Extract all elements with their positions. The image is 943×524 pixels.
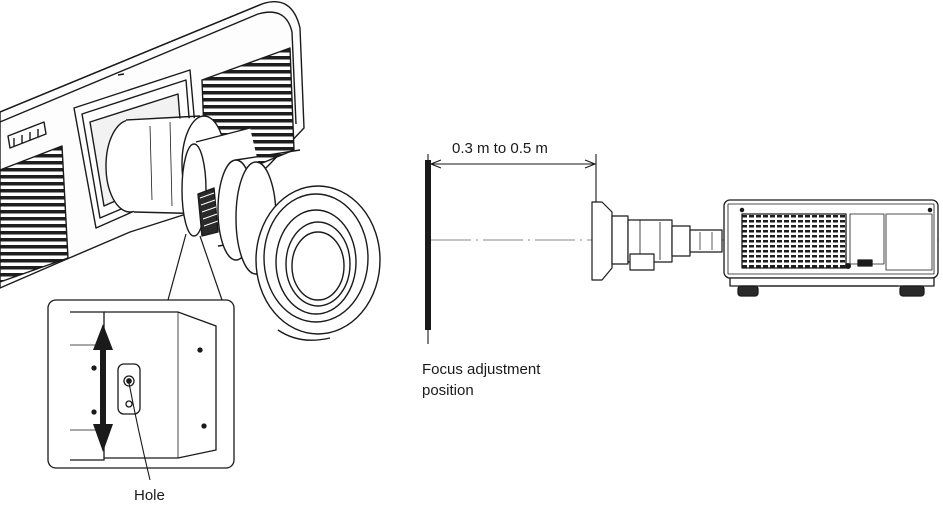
hole-label: Hole <box>134 487 165 504</box>
projector-illustration <box>0 1 381 341</box>
distance-dimension <box>427 154 597 206</box>
side-lens <box>591 201 723 281</box>
inset-leader-lines <box>167 233 223 301</box>
focus-position-label-line2: position <box>422 382 474 399</box>
side-projector-body <box>723 199 939 297</box>
focus-position-label-line1: Focus adjustment <box>422 361 541 378</box>
rotation-direction-arrow <box>93 324 113 452</box>
distance-label: 0.3 m to 0.5 m <box>452 140 548 157</box>
hole-leader-line <box>128 382 151 481</box>
